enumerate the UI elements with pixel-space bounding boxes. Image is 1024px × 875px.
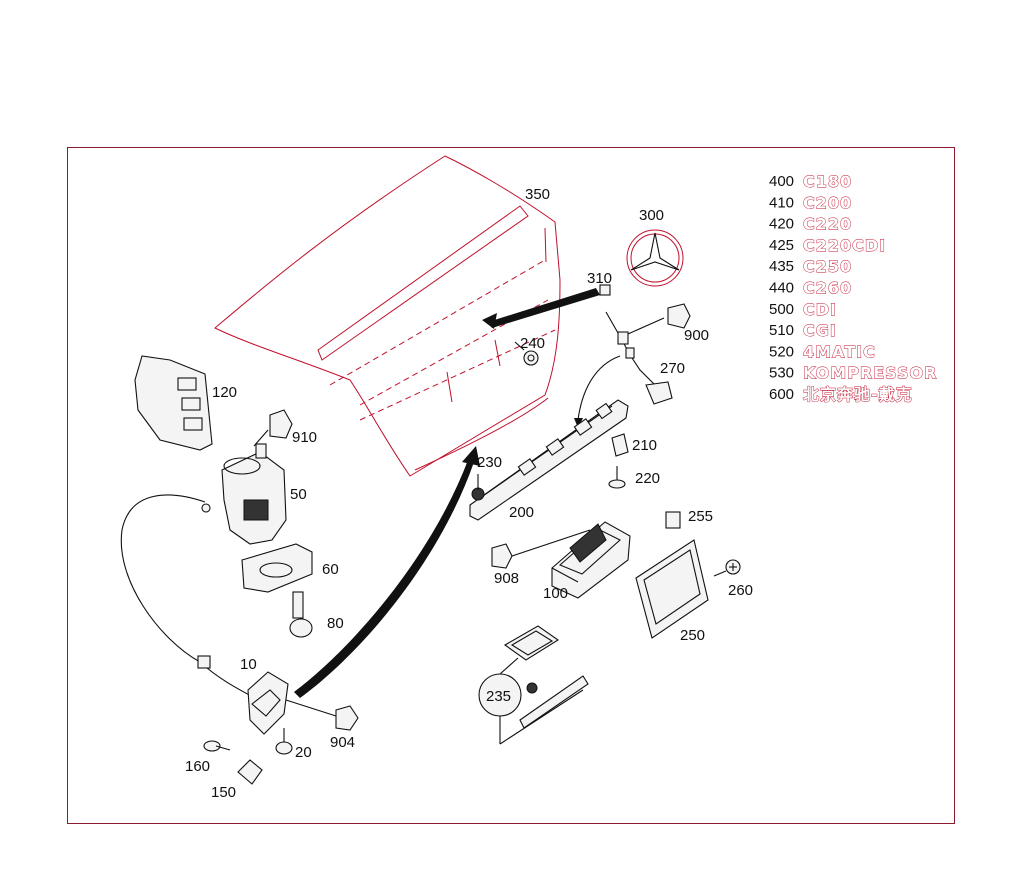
legend-number: 510 [769,322,794,339]
callout-100: 100 [543,585,568,602]
callout-260: 260 [728,582,753,599]
legend-number: 600 [769,386,794,403]
legend-number: 420 [769,216,794,233]
screw-20 [275,728,293,755]
legend-number: 410 [769,194,794,211]
callout-300: 300 [639,207,664,224]
lock-unit-100 [551,521,631,599]
callout-160: 160 [185,758,210,775]
stud-310 [599,284,611,296]
legend-badge: 4MATIC [803,342,876,361]
callout-900: 900 [684,327,709,344]
legend-badge: C180 [803,172,852,191]
legend-number: 440 [769,280,794,297]
callout-80: 80 [327,615,344,632]
assembly-arrow-upper [488,288,600,328]
latch-10 [247,671,337,735]
legend-badge: C250 [803,257,852,276]
diagram-frame [67,147,955,824]
callout-10: 10 [240,656,257,673]
seal-kit-235 [478,625,589,745]
trunk-lid-drawing [214,155,561,477]
pad-150 [237,759,263,785]
badge-legend: 400 C180 410 C200 420 C220 425 C220CDI 435 C250 44… [769,172,937,405]
callout-150: 150 [211,784,236,801]
callout-350: 350 [525,186,550,203]
callout-20: 20 [295,744,312,761]
callout-235: 235 [486,688,511,705]
license-plate-bracket-250 [635,539,709,639]
legend-badge: C260 [803,279,852,298]
legend-badge: C220CDI [803,236,886,255]
connector-908 [491,529,591,569]
clip-255 [665,511,681,529]
legend-badge: 北京奔驰-戴克 [803,385,913,404]
callout-220: 220 [635,470,660,487]
legend-badge: KOMPRESSOR [803,364,937,383]
legend-badge: C220 [803,215,852,234]
callout-270: 270 [660,360,685,377]
cover-panel-120 [134,355,213,451]
clip-210 [611,433,629,457]
legend-number: 425 [769,237,794,254]
screw-220 [608,466,626,489]
callout-labels: 350 300 310 240 900 270 120 910 50 210 2… [185,186,753,801]
screw-260 [713,559,741,577]
callout-908: 908 [494,570,519,587]
cable-10 [120,494,256,699]
lock-cylinder-50 [221,443,287,545]
callout-60: 60 [322,561,339,578]
callout-255: 255 [688,508,713,525]
callout-240: 240 [520,335,545,352]
callout-210: 210 [632,437,657,454]
spring-80 [289,591,313,638]
callout-250: 250 [680,627,705,644]
connector-900 [627,303,691,335]
callout-120: 120 [212,384,237,401]
screw-230 [471,474,485,501]
legend-number: 520 [769,343,794,360]
legend-badge: CDI [803,300,837,319]
legend-number: 530 [769,365,794,382]
nut-240 [514,341,539,366]
callout-910: 910 [292,429,317,446]
legend-number: 435 [769,258,794,275]
connector-910 [253,409,293,447]
legend-badge: CGI [803,321,837,340]
trim-60 [241,543,313,593]
screw-160 [203,740,231,752]
cable-270 [574,311,673,428]
legend-number: 500 [769,301,794,318]
legend-number: 400 [769,173,794,190]
callout-904: 904 [330,734,355,751]
callout-200: 200 [509,504,534,521]
callout-230: 230 [477,454,502,471]
legend-badge: C200 [803,193,852,212]
mercedes-star-emblem [626,229,684,287]
assembly-arrow-lower [294,460,474,698]
callout-310: 310 [587,270,612,287]
callout-50: 50 [290,486,307,503]
handle-bar-200 [469,399,629,521]
connector-904 [335,705,359,731]
